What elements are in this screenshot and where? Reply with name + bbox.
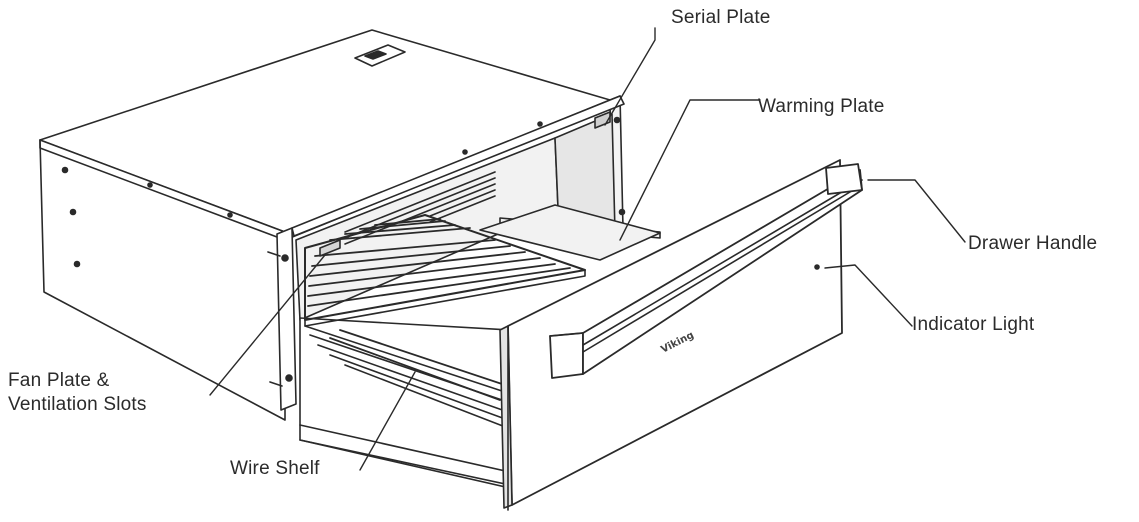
leader-lines [209, 27, 966, 471]
label-wire-shelf: Wire Shelf [230, 458, 320, 479]
indicator-light [814, 264, 820, 270]
cabinet-side-panel [39, 139, 286, 421]
label-warming-plate: Warming Plate [758, 96, 885, 117]
label-fan-plate-line2: Ventilation Slots [8, 394, 147, 415]
serial-plate [594, 111, 611, 129]
fan-plate [319, 239, 341, 257]
drawer-handle [549, 163, 863, 379]
label-indicator-light: Indicator Light [912, 314, 1035, 335]
label-drawer-handle: Drawer Handle [968, 233, 1098, 254]
label-fan-plate-line1: Fan Plate & [8, 370, 110, 391]
front-flange-left [276, 227, 297, 411]
warming-plate [479, 204, 661, 261]
label-serial-plate: Serial Plate [671, 7, 771, 28]
front-flange-top [291, 95, 625, 237]
wire-shelf-rods [307, 218, 571, 401]
